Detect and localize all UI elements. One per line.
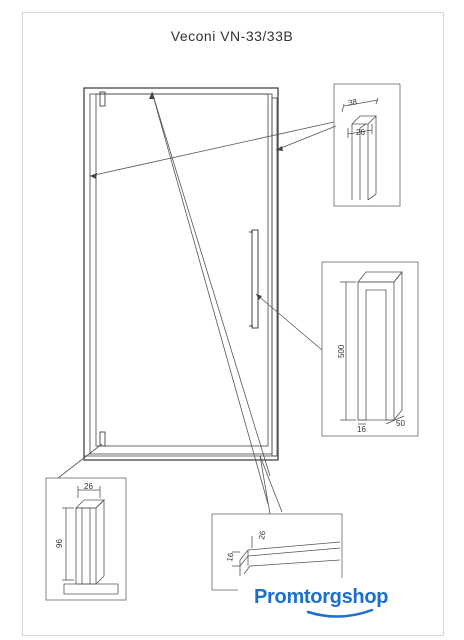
leader-to-profile-left <box>89 121 335 177</box>
wall-profile-right <box>271 97 278 457</box>
door-frame-outer <box>83 87 279 461</box>
detail-hinge <box>45 477 127 601</box>
door-glass-panel <box>95 93 269 447</box>
dim-handle-offset: 50 <box>396 419 405 428</box>
leader-to-profile-right <box>275 125 337 151</box>
leader-to-handle <box>255 293 323 351</box>
leader-to-hinge <box>57 443 103 479</box>
dim-seal-height: 16 <box>225 551 236 562</box>
brand-logo[interactable]: Promtorgshop <box>254 586 388 609</box>
logo-text-primary: Promtorg <box>254 586 342 608</box>
door-frame-inner <box>89 93 273 455</box>
leader-to-seal <box>151 91 271 477</box>
logo-backdrop <box>238 578 442 628</box>
hinge-top <box>99 91 106 107</box>
dim-profile-outer: 38 <box>347 97 358 108</box>
hinge-bottom <box>99 431 106 447</box>
detail-profile <box>333 83 401 207</box>
dim-handle-depth: 16 <box>357 425 366 434</box>
detail-handle <box>321 261 419 437</box>
leader-lines <box>57 91 337 515</box>
dim-handle-height: 500 <box>337 344 346 358</box>
dim-hinge-height: 96 <box>55 539 64 548</box>
door-assembly <box>83 87 279 461</box>
dim-seal-width: 26 <box>257 529 268 540</box>
logo-text-secondary: shop <box>341 586 389 608</box>
arrowheads <box>90 92 283 300</box>
logo-swoosh-icon <box>306 608 374 618</box>
dim-hinge-width: 26 <box>84 482 93 491</box>
door-handle <box>251 229 259 329</box>
page-title: Veconi VN-33/33B <box>170 28 294 44</box>
dim-profile-inner: 26 <box>356 128 365 137</box>
